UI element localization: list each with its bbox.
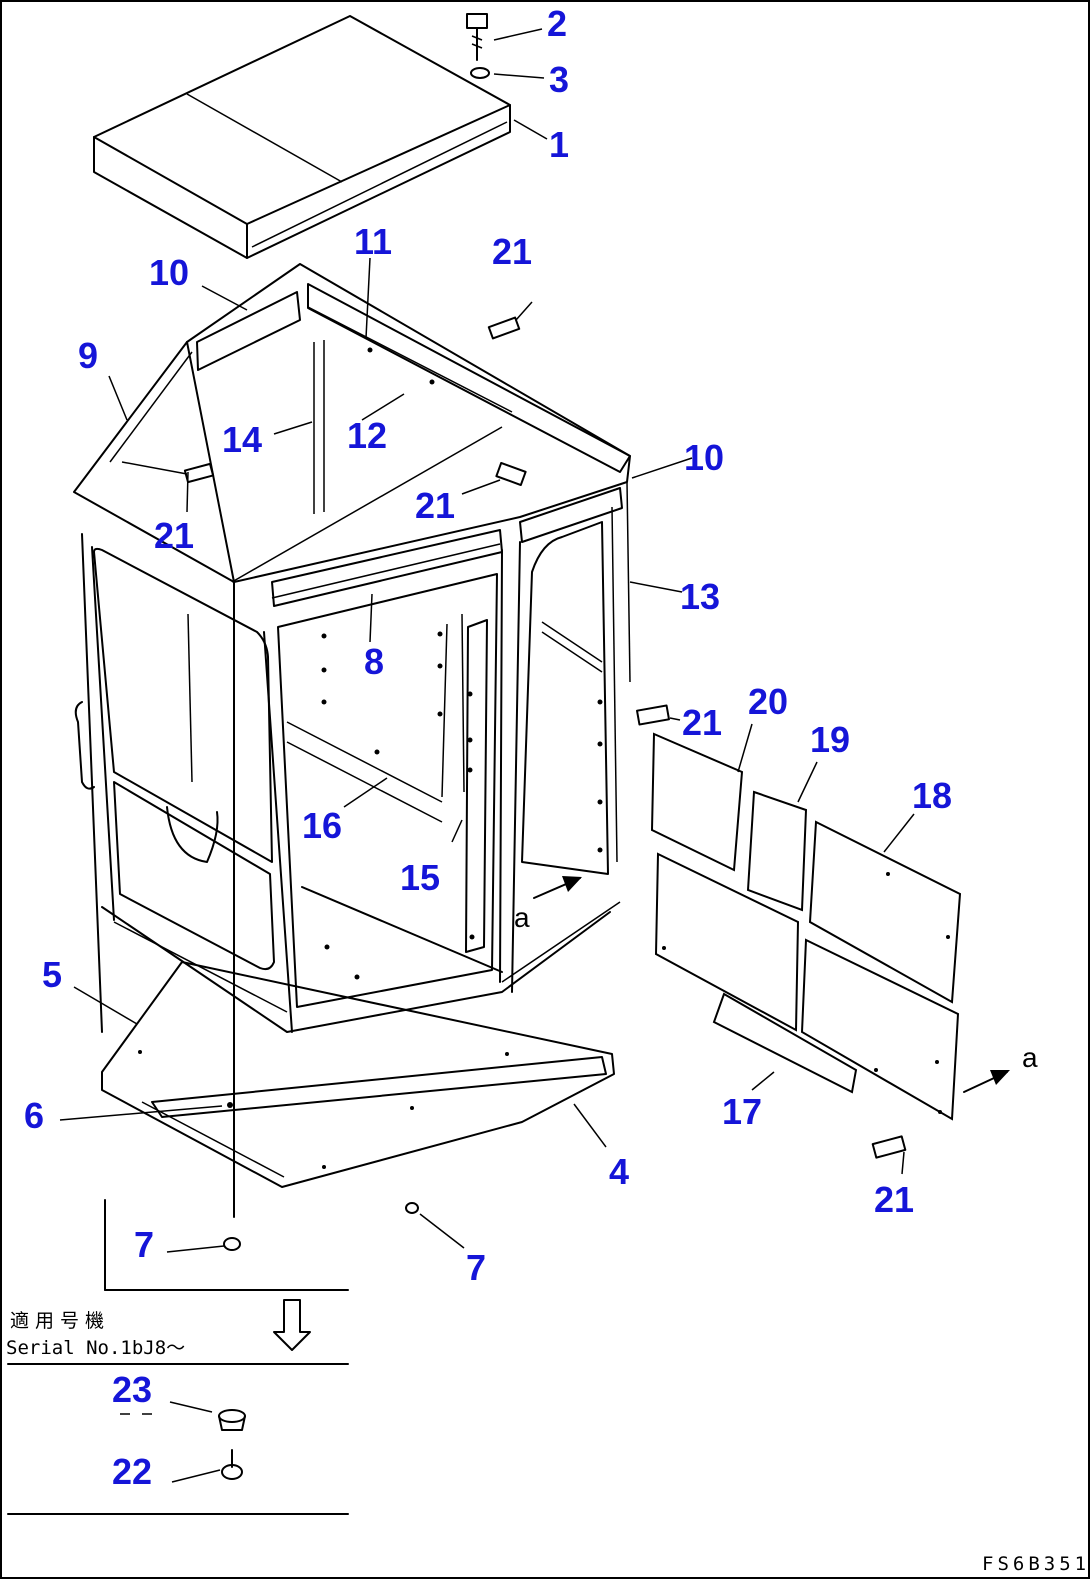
cab-frame xyxy=(73,263,631,1218)
down-arrow-icon xyxy=(273,1299,311,1351)
callout-20: 20 xyxy=(748,681,788,722)
callout-22: 22 xyxy=(112,1451,152,1492)
callout-16: 16 xyxy=(302,805,342,846)
callout-7b: 7 xyxy=(466,1247,486,1288)
callout-19: 19 xyxy=(810,719,850,760)
callout-3: 3 xyxy=(549,59,569,100)
callout-8: 8 xyxy=(364,641,384,682)
callout-21d: 21 xyxy=(682,702,722,743)
callout-10a: 10 xyxy=(149,252,189,293)
serial-note-en: Serial No.1bJ8～ xyxy=(6,1337,185,1359)
callout-6: 6 xyxy=(24,1095,44,1136)
plug-23-icon xyxy=(218,1409,246,1431)
callout-1: 1 xyxy=(549,124,569,165)
callout-18: 18 xyxy=(912,775,952,816)
callout-21a: 21 xyxy=(492,231,532,272)
callout-14: 14 xyxy=(222,419,262,460)
leader-lines xyxy=(59,28,915,1253)
callout-11: 11 xyxy=(354,221,392,262)
callout-5: 5 xyxy=(42,954,62,995)
serial-note-jp: 適用号機 xyxy=(10,1310,110,1332)
callout-9: 9 xyxy=(78,335,98,376)
bolt-icon xyxy=(466,13,488,61)
washer-icon xyxy=(470,67,490,79)
callout-21c: 21 xyxy=(415,485,455,526)
callout-13: 13 xyxy=(680,576,720,617)
callout-labels: 1 2 3 4 5 6 7 7 8 9 10 10 11 12 13 14 15… xyxy=(24,3,1038,1492)
callout-2: 2 xyxy=(547,3,567,44)
serial-note: 適用号機 Serial No.1bJ8～ xyxy=(6,1199,349,1515)
roof-panel xyxy=(93,15,511,259)
callout-7a: 7 xyxy=(134,1224,154,1265)
bolt-21-icon xyxy=(183,316,907,1159)
callout-12: 12 xyxy=(347,415,387,456)
drawing-code: FS6B351 xyxy=(982,1553,1088,1575)
callout-4: 4 xyxy=(609,1151,629,1192)
callout-10b: 10 xyxy=(684,437,724,478)
nut-icon xyxy=(223,1202,419,1251)
callout-21b: 21 xyxy=(154,515,194,556)
callout-23: 23 xyxy=(112,1369,152,1410)
side-panels xyxy=(650,732,962,1121)
view-label-a2: a xyxy=(1022,1042,1038,1073)
view-arrow-icon xyxy=(533,876,1010,1093)
callout-17: 17 xyxy=(722,1091,762,1132)
callout-21e: 21 xyxy=(874,1179,914,1220)
callout-15: 15 xyxy=(400,857,440,898)
bolt-22-icon xyxy=(221,1449,243,1480)
view-label-a1: a xyxy=(514,902,530,933)
